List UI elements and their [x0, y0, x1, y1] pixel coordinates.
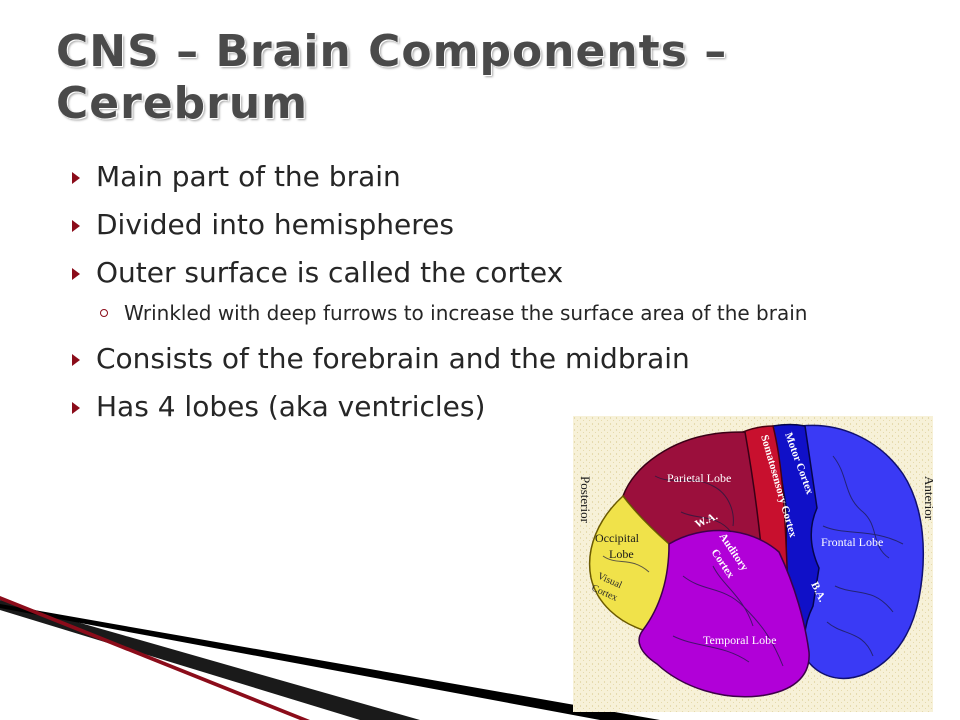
bullet-text: Main part of the brain	[96, 160, 401, 193]
bullet-text: Divided into hemispheres	[96, 208, 454, 241]
bullet-item: Has 4 lobes (aka ventricles)	[68, 390, 888, 424]
occipital-lobe-label: Occipital	[595, 531, 640, 545]
decorative-wedge	[0, 596, 660, 720]
sub-bullet-text: Wrinkled with deep furrows to increase t…	[124, 301, 808, 325]
bullet-text: Outer surface is called the cortex	[96, 256, 564, 289]
bullet-arrow-icon	[72, 172, 80, 184]
bullet-item: Outer surface is called the cortex	[68, 256, 888, 290]
parietal-lobe-label: Parietal Lobe	[667, 471, 731, 485]
occipital-lobe-label-2: Lobe	[609, 547, 634, 561]
anterior-label: Anterior	[922, 476, 933, 521]
brain-lobes-diagram: Posterior Anterior Parietal Lobe Occipit…	[573, 416, 933, 712]
posterior-label: Posterior	[578, 476, 593, 524]
sub-bullet-ring-icon	[100, 309, 108, 317]
bullet-arrow-icon	[72, 220, 80, 232]
bullet-item: Divided into hemispheres	[68, 208, 888, 242]
frontal-lobe-region	[800, 424, 925, 679]
temporal-lobe-region	[638, 529, 810, 698]
gyri-lines	[602, 455, 904, 667]
bullet-arrow-icon	[72, 402, 80, 414]
bullet-text: Has 4 lobes (aka ventricles)	[96, 390, 486, 423]
bullet-arrow-icon	[72, 268, 80, 280]
slide-title: CNS – Brain Components – Cerebrum	[56, 26, 728, 129]
sub-bullet-item: Wrinkled with deep furrows to increase t…	[68, 300, 844, 326]
bullet-item: Consists of the forebrain and the midbra…	[68, 342, 888, 376]
frontal-lobe-label: Frontal Lobe	[821, 535, 883, 549]
bullet-list: Main part of the brain Divided into hemi…	[68, 160, 888, 438]
temporal-lobe-label: Temporal Lobe	[703, 633, 776, 647]
bullet-text: Consists of the forebrain and the midbra…	[96, 342, 690, 375]
bullet-item: Main part of the brain	[68, 160, 888, 194]
bullet-arrow-icon	[72, 354, 80, 366]
